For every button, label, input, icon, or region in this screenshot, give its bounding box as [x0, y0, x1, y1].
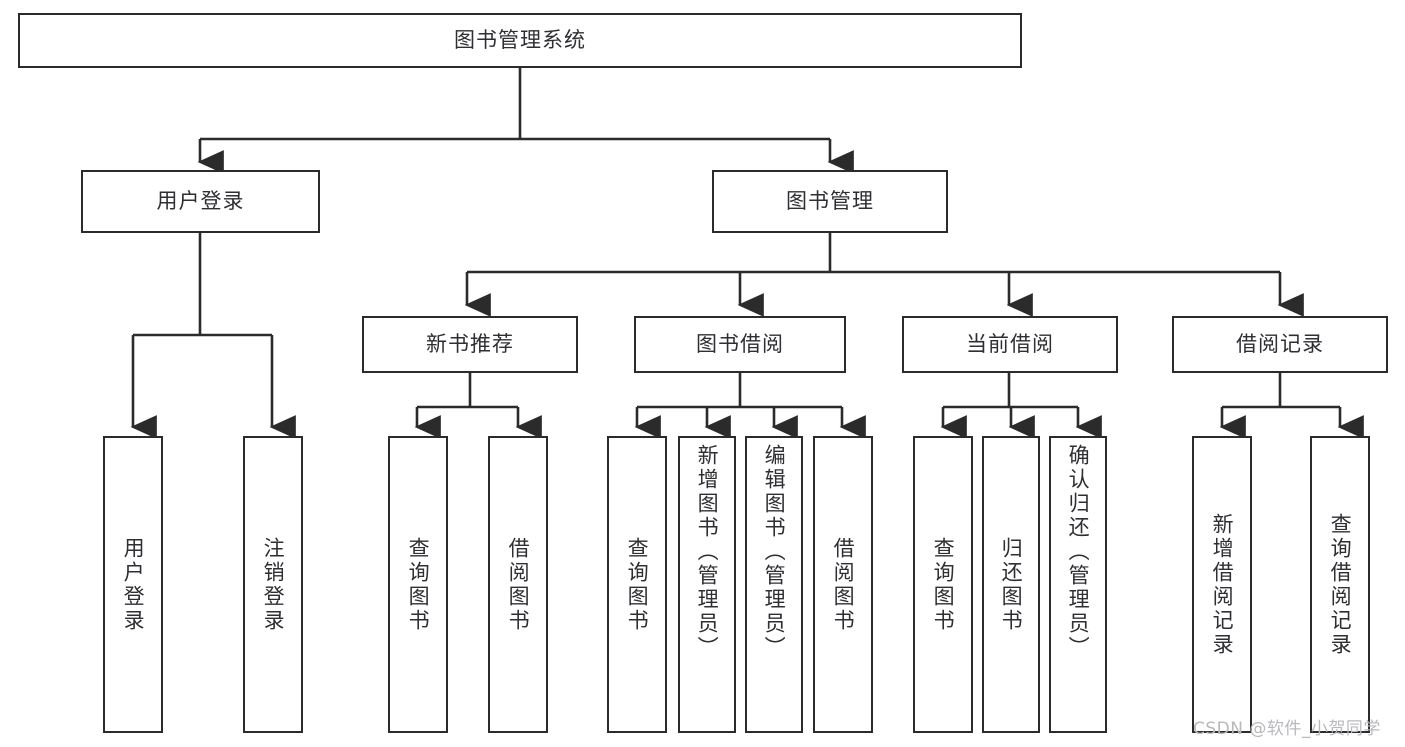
node-leaf-query-borrow-record-label: 查询借阅记录	[1328, 512, 1353, 657]
node-leaf-return-book[interactable]: 归还图书	[982, 436, 1040, 733]
node-leaf-query-book-recommend[interactable]: 查询图书	[388, 436, 448, 733]
node-leaf-edit-book-admin[interactable]: 编辑图书（管理员）	[745, 436, 803, 733]
node-leaf-borrow-book-label: 借阅图书	[831, 536, 856, 633]
watermark: CSDN @软件_小贺同学	[1193, 719, 1381, 739]
node-borrow-record[interactable]: 借阅记录	[1172, 316, 1388, 373]
node-leaf-query-book-borrow-label: 查询图书	[625, 536, 650, 633]
node-leaf-query-book-current[interactable]: 查询图书	[913, 436, 973, 733]
node-leaf-user-login[interactable]: 用户登录	[103, 436, 163, 733]
node-book-management[interactable]: 图书管理	[712, 170, 948, 233]
node-leaf-borrow-book[interactable]: 借阅图书	[813, 436, 873, 733]
node-book-management-label: 图书管理	[786, 188, 874, 213]
node-leaf-query-borrow-record[interactable]: 查询借阅记录	[1310, 436, 1370, 733]
node-book-borrow[interactable]: 图书借阅	[634, 316, 846, 373]
node-leaf-borrow-book-recommend[interactable]: 借阅图书	[488, 436, 548, 733]
node-leaf-user-login-label: 用户登录	[121, 536, 146, 633]
node-new-book-recommend-label: 新书推荐	[426, 331, 514, 356]
node-leaf-query-book-borrow[interactable]: 查询图书	[607, 436, 667, 733]
node-root-label: 图书管理系统	[454, 27, 586, 52]
node-book-borrow-label: 图书借阅	[696, 331, 784, 356]
node-leaf-add-borrow-record-label: 新增借阅记录	[1210, 512, 1235, 657]
node-leaf-query-book-recommend-label: 查询图书	[406, 536, 431, 633]
node-leaf-return-book-label: 归还图书	[999, 536, 1024, 633]
node-leaf-confirm-return-admin-label: 确认归还（管理员）	[1066, 444, 1091, 660]
node-current-borrow[interactable]: 当前借阅	[902, 316, 1118, 373]
node-borrow-record-label: 借阅记录	[1236, 331, 1324, 356]
node-leaf-borrow-book-recommend-label: 借阅图书	[506, 536, 531, 633]
node-user-login-label: 用户登录	[156, 188, 245, 213]
node-leaf-add-book-admin[interactable]: 新增图书（管理员）	[678, 436, 736, 733]
node-new-book-recommend[interactable]: 新书推荐	[362, 316, 578, 373]
node-user-login[interactable]: 用户登录	[81, 170, 320, 233]
node-leaf-confirm-return-admin[interactable]: 确认归还（管理员）	[1049, 436, 1107, 733]
node-leaf-logout[interactable]: 注销登录	[243, 436, 303, 733]
node-current-borrow-label: 当前借阅	[966, 331, 1054, 356]
node-leaf-add-borrow-record[interactable]: 新增借阅记录	[1192, 436, 1252, 733]
node-root-book-management-system[interactable]: 图书管理系统	[18, 13, 1022, 68]
node-leaf-add-book-admin-label: 新增图书（管理员）	[695, 444, 720, 660]
node-leaf-edit-book-admin-label: 编辑图书（管理员）	[762, 444, 787, 660]
node-leaf-query-book-current-label: 查询图书	[931, 536, 956, 633]
node-leaf-logout-label: 注销登录	[261, 536, 286, 633]
